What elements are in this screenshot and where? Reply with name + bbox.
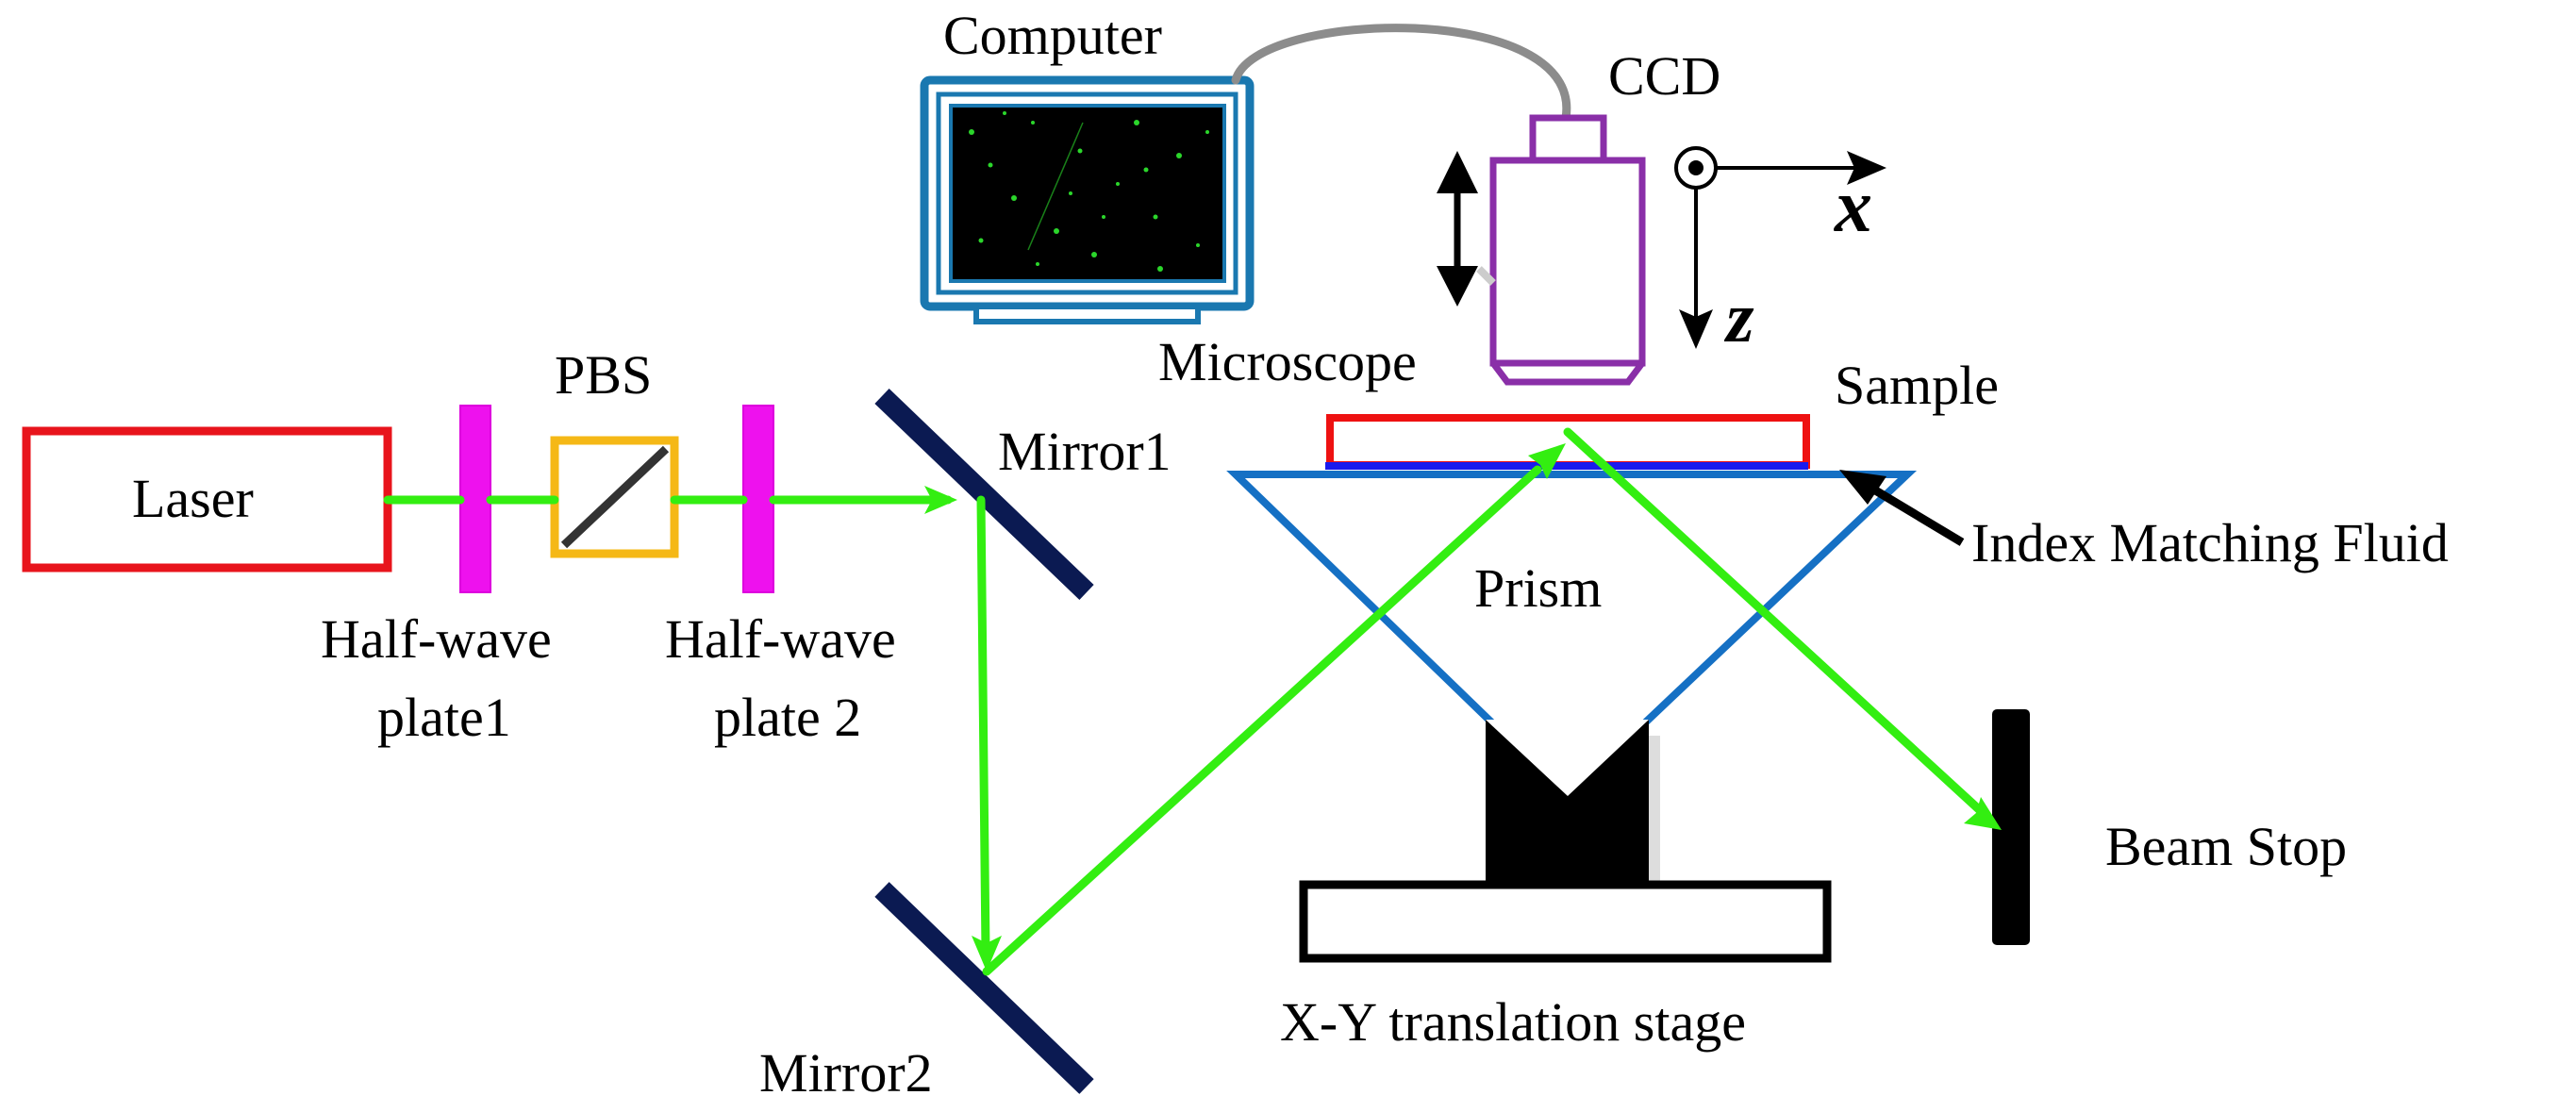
ccd-camera xyxy=(1489,114,1646,386)
xy-translation-stage xyxy=(1299,880,1832,963)
computer-monitor xyxy=(920,75,1255,324)
label-mirror1: Mirror1 xyxy=(998,421,1172,482)
label-half-wave-plate2-line2: plate 2 xyxy=(714,687,861,748)
label-beam-stop: Beam Stop xyxy=(2105,816,2347,877)
label-index-matching-fluid: Index Matching Fluid xyxy=(1971,512,2449,573)
beam-stop xyxy=(1992,709,2030,945)
label-laser: Laser xyxy=(132,468,254,529)
label-xy-translation-stage: X-Y translation stage xyxy=(1280,991,1746,1053)
index-matching-fluid xyxy=(1325,462,1808,470)
label-axis-x: x xyxy=(1834,165,1872,248)
focus-adjust-arrow xyxy=(1437,151,1496,307)
label-half-wave-plate1-line2: plate1 xyxy=(377,687,511,748)
label-microscope: Microscope xyxy=(1158,331,1417,392)
pbs-cube xyxy=(550,436,679,558)
mirror-1 xyxy=(874,389,1094,600)
label-half-wave-plate2-line1: Half-wave xyxy=(665,608,896,670)
label-pbs: PBS xyxy=(555,344,652,406)
label-half-wave-plate1-line1: Half-wave xyxy=(321,608,552,670)
laser-beam xyxy=(383,427,2002,976)
monitor-screen xyxy=(949,104,1226,283)
half-wave-plate-1 xyxy=(459,405,491,593)
half-wave-plate-2 xyxy=(742,405,774,593)
prism xyxy=(1226,471,1918,802)
label-ccd: CCD xyxy=(1608,45,1720,107)
monitor-stand xyxy=(973,304,1201,324)
coordinate-axes xyxy=(1674,146,1886,349)
mirror-2 xyxy=(874,882,1094,1094)
prism-mount xyxy=(1486,720,1660,883)
label-mirror2: Mirror2 xyxy=(759,1042,933,1104)
sample xyxy=(1326,414,1810,469)
label-sample: Sample xyxy=(1835,355,1999,416)
fluid-pointer-arrow xyxy=(1839,470,1965,546)
laser xyxy=(22,426,392,573)
label-prism: Prism xyxy=(1474,557,1602,619)
data-cable xyxy=(1231,24,1571,123)
label-computer: Computer xyxy=(943,5,1162,66)
fluorescence-spots xyxy=(969,111,1209,272)
label-axis-z: z xyxy=(1723,278,1754,357)
